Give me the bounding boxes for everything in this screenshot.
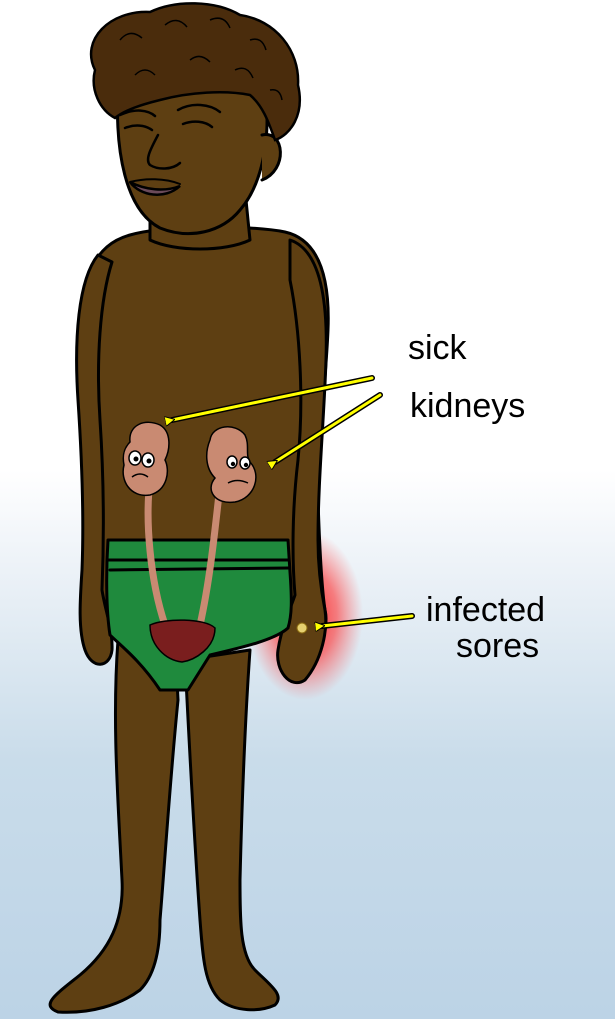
infected-sore-icon [297,623,307,633]
child-figure [50,42,328,1012]
label-sick: sick [408,328,518,368]
label-infected: infected [426,590,606,630]
label-sores: sores [456,626,596,666]
left-kidney [123,422,169,495]
waistband-line-2 [110,568,289,570]
left-leg [50,640,178,1012]
right-kidney-eye-l [227,456,237,468]
right-leg [185,650,278,1010]
right-kidney-eye-r [240,457,250,469]
ear [262,135,280,180]
label-kidneys: kidneys [410,386,590,426]
